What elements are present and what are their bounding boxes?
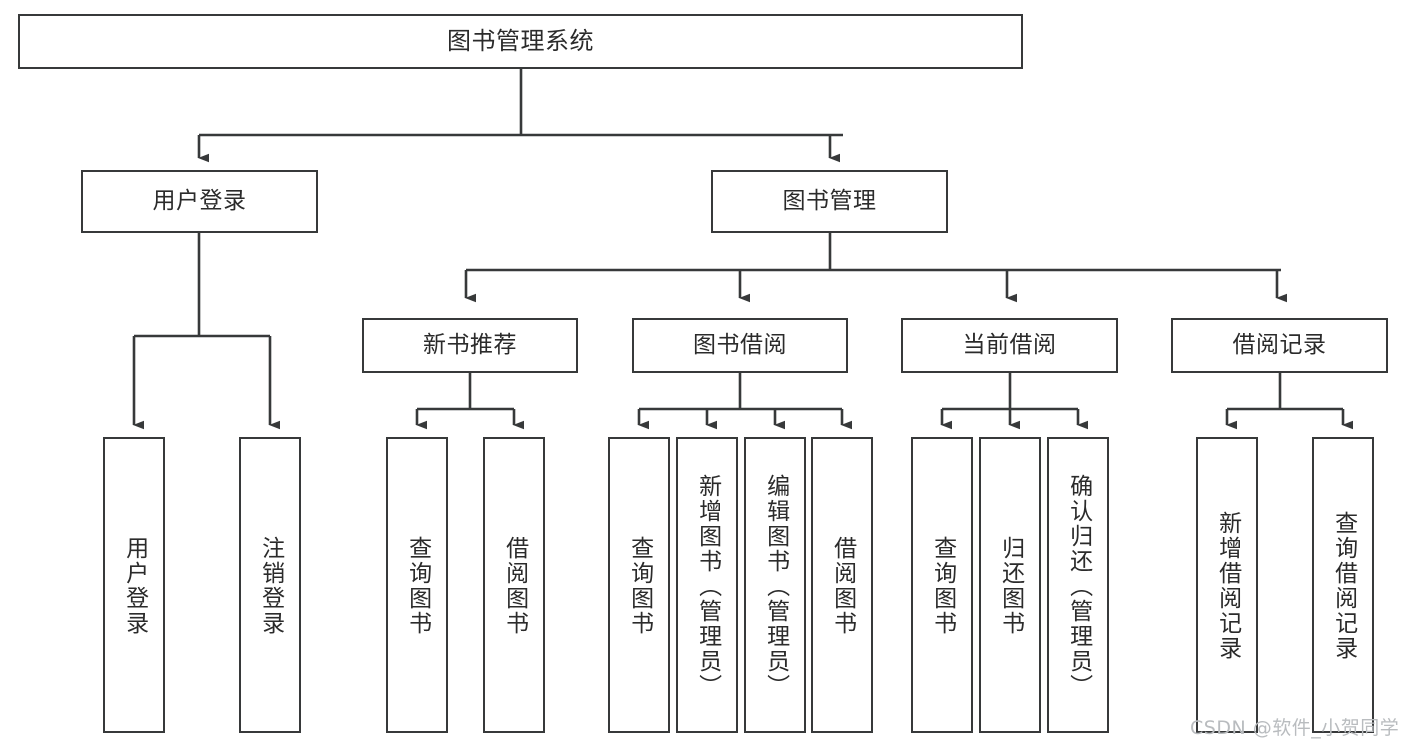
node-label: 新增图书（管理员） — [694, 473, 721, 699]
node-label: 图书管理系统 — [447, 27, 594, 56]
node-label: 查询借阅记录 — [1330, 511, 1357, 661]
node-label: 图书借阅 — [693, 331, 787, 358]
node-root-book-management-system[interactable]: 图书管理系统 — [18, 14, 1023, 69]
csdn-watermark: CSDN @软件_小贺同学 — [1190, 717, 1400, 739]
node-label: 新书推荐 — [423, 331, 517, 358]
leaf-current-borrow-confirm-return-admin[interactable]: 确认归还（管理员） — [1047, 437, 1109, 733]
leaf-book-borrow-edit-book-admin[interactable]: 编辑图书（管理员） — [744, 437, 806, 733]
leaf-new-book-borrow-book[interactable]: 借阅图书 — [483, 437, 545, 733]
node-label: 归还图书 — [997, 536, 1024, 636]
leaf-book-borrow-add-book-admin[interactable]: 新增图书（管理员） — [676, 437, 738, 733]
leaf-new-book-query-book[interactable]: 查询图书 — [386, 437, 448, 733]
leaf-user-login-logout[interactable]: 注销登录 — [239, 437, 301, 733]
node-label: 确认归还（管理员） — [1065, 473, 1092, 699]
leaf-book-borrow-borrow-book[interactable]: 借阅图书 — [811, 437, 873, 733]
node-book-management[interactable]: 图书管理 — [711, 170, 948, 233]
node-label: 用户登录 — [121, 536, 148, 636]
leaf-borrow-record-add-record[interactable]: 新增借阅记录 — [1196, 437, 1258, 733]
leaf-book-borrow-query-book[interactable]: 查询图书 — [608, 437, 670, 733]
node-new-book-recommend[interactable]: 新书推荐 — [362, 318, 578, 373]
node-label: 查询图书 — [626, 536, 653, 636]
node-label: 当前借阅 — [962, 331, 1057, 358]
node-label: 注销登录 — [257, 536, 284, 636]
node-label: 查询图书 — [929, 536, 956, 636]
node-label: 借阅图书 — [501, 536, 528, 636]
node-label: 借阅记录 — [1232, 331, 1327, 358]
leaf-current-borrow-return-book[interactable]: 归还图书 — [979, 437, 1041, 733]
node-label: 编辑图书（管理员） — [762, 473, 789, 699]
node-label: 借阅图书 — [829, 536, 856, 636]
node-label: 查询图书 — [404, 536, 431, 636]
node-user-login[interactable]: 用户登录 — [81, 170, 318, 233]
node-label: 用户登录 — [152, 187, 247, 214]
node-current-borrow[interactable]: 当前借阅 — [901, 318, 1118, 373]
node-label: 新增借阅记录 — [1214, 511, 1241, 661]
node-book-borrow[interactable]: 图书借阅 — [632, 318, 848, 373]
node-borrow-record[interactable]: 借阅记录 — [1171, 318, 1388, 373]
leaf-current-borrow-query-book[interactable]: 查询图书 — [911, 437, 973, 733]
leaf-user-login-login[interactable]: 用户登录 — [103, 437, 165, 733]
node-label: 图书管理 — [782, 187, 877, 214]
leaf-borrow-record-query-record[interactable]: 查询借阅记录 — [1312, 437, 1374, 733]
